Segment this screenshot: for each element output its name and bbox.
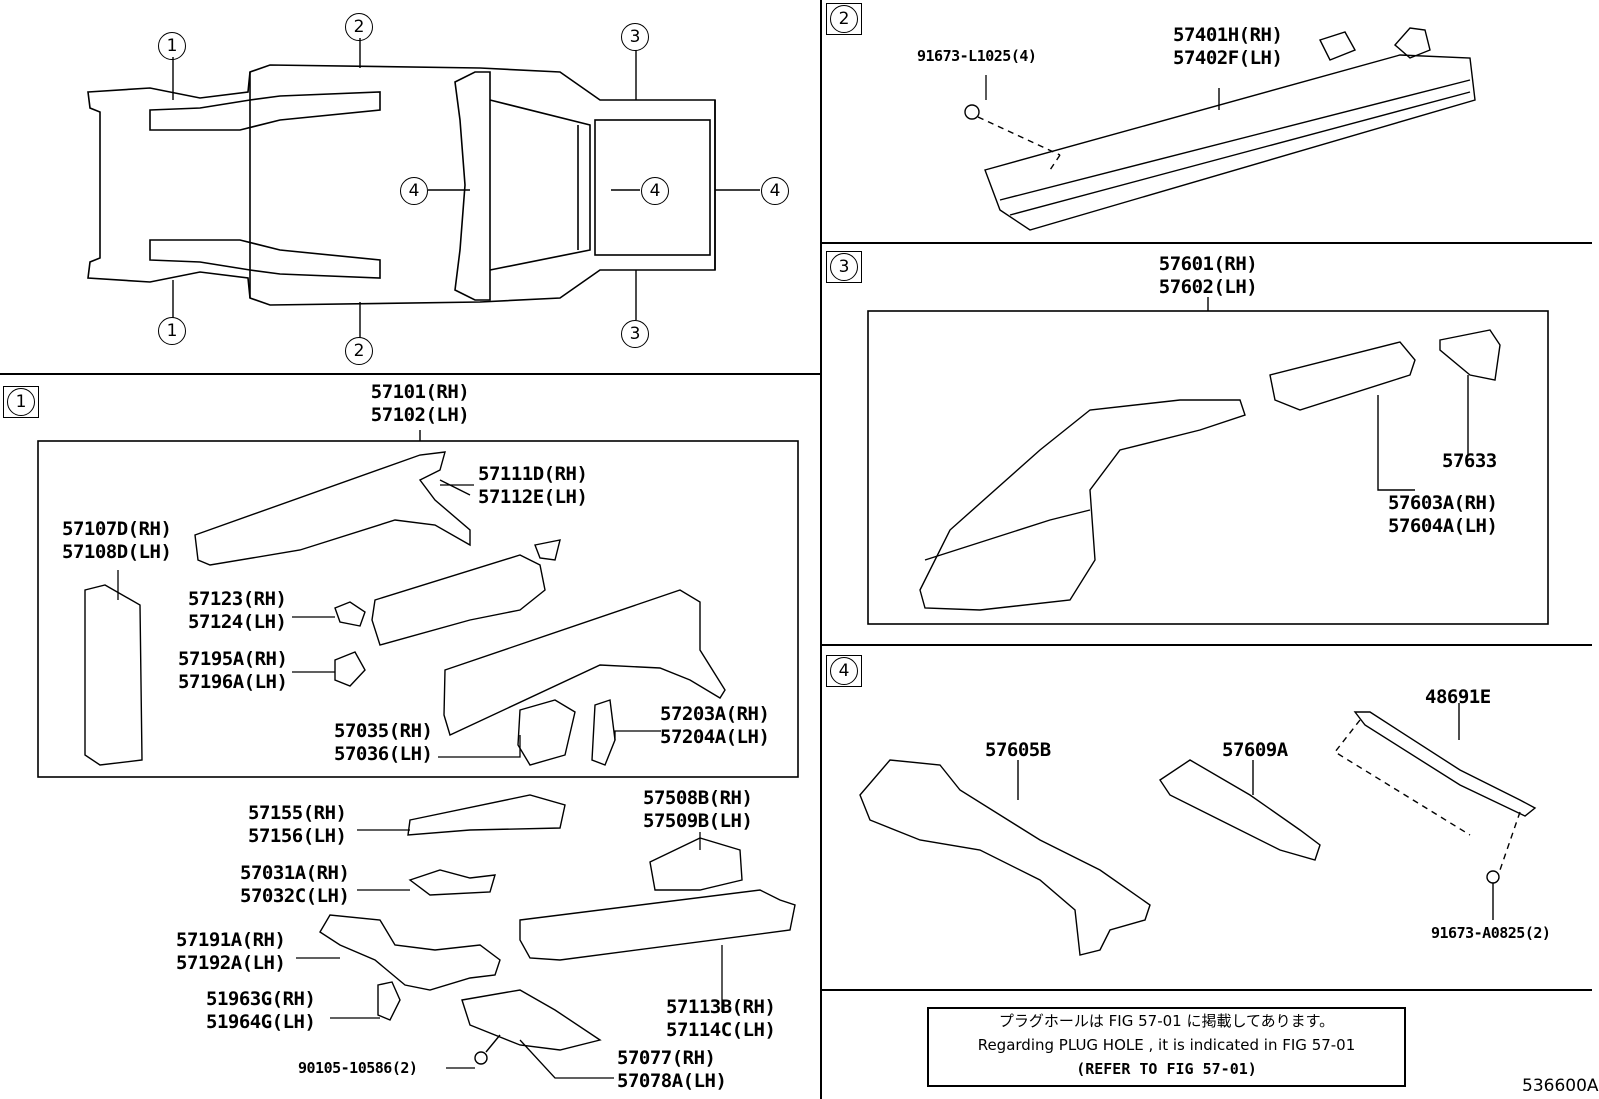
label-57035[interactable]: 57035(RH)57036(LH) — [334, 720, 433, 765]
section1-group-box — [37, 440, 799, 778]
label-91673-L1025[interactable]: 91673-L1025(4) — [917, 47, 1037, 65]
callout-2-bottom: 2 — [345, 337, 373, 365]
label-57605[interactable]: 57605B — [985, 739, 1051, 761]
callout-4-left: 4 — [400, 177, 428, 205]
label-57077[interactable]: 57077(RH)57078A(LH) — [617, 1047, 727, 1092]
label-57111[interactable]: 57111D(RH)57112E(LH) — [478, 463, 588, 508]
note-line-english: Regarding PLUG HOLE , it is indicated in… — [977, 1036, 1356, 1054]
note-line-refer: (REFER TO FIG 57-01) — [1076, 1060, 1257, 1078]
label-57401[interactable]: 57401H(RH)57402F(LH) — [1173, 24, 1283, 69]
label-57101[interactable]: 57101(RH)57102(LH) — [370, 381, 470, 426]
label-57107[interactable]: 57107D(RH)57108D(LH) — [62, 518, 172, 563]
callout-2-top: 2 — [345, 13, 373, 41]
section-tag-1: 1 — [3, 386, 39, 418]
label-57508[interactable]: 57508B(RH)57509B(LH) — [643, 787, 753, 832]
plug-hole-note: プラグホールは FIG 57-01 に掲載してあります。 Regarding P… — [927, 1007, 1406, 1087]
section-tag-4: 4 — [826, 655, 862, 687]
callout-1-top: 1 — [158, 32, 186, 60]
section4-parts — [859, 703, 1537, 956]
callout-4-mid: 4 — [641, 177, 669, 205]
label-57113[interactable]: 57113B(RH)57114C(LH) — [666, 996, 776, 1041]
callout-4-right: 4 — [761, 177, 789, 205]
label-91673-A0825[interactable]: 91673-A0825(2) — [1431, 924, 1551, 942]
label-57203[interactable]: 57203A(RH)57204A(LH) — [660, 703, 770, 748]
label-57123[interactable]: 57123(RH)57124(LH) — [188, 588, 287, 633]
label-57633[interactable]: 57633 — [1442, 450, 1497, 472]
label-90105[interactable]: 90105-10586(2) — [298, 1059, 418, 1077]
label-57195[interactable]: 57195A(RH)57196A(LH) — [178, 648, 288, 693]
callout-1-bottom: 1 — [158, 317, 186, 345]
label-57191[interactable]: 57191A(RH)57192A(LH) — [176, 929, 286, 974]
overview-leaders — [172, 38, 760, 338]
label-57603[interactable]: 57603A(RH)57604A(LH) — [1388, 492, 1498, 537]
label-57601[interactable]: 57601(RH)57602(LH) — [1158, 253, 1258, 298]
section3-parts — [919, 329, 1501, 611]
note-line-japanese: プラグホールは FIG 57-01 に掲載してあります。 — [998, 1012, 1335, 1030]
section-tag-3: 3 — [826, 251, 862, 283]
section2-parts — [964, 27, 1476, 231]
label-51963[interactable]: 51963G(RH)51964G(LH) — [206, 988, 316, 1033]
frame-overview-illustration — [87, 64, 716, 306]
callout-3-bottom: 3 — [621, 320, 649, 348]
section-tag-2: 2 — [826, 3, 862, 35]
illustration-code: 536600A — [1522, 1076, 1599, 1096]
label-57031[interactable]: 57031A(RH)57032C(LH) — [240, 862, 350, 907]
label-48691[interactable]: 48691E — [1425, 686, 1491, 708]
label-57609[interactable]: 57609A — [1222, 739, 1288, 761]
section1-leaders — [117, 484, 723, 1079]
label-57155[interactable]: 57155(RH)57156(LH) — [248, 802, 347, 847]
callout-3-top: 3 — [621, 23, 649, 51]
